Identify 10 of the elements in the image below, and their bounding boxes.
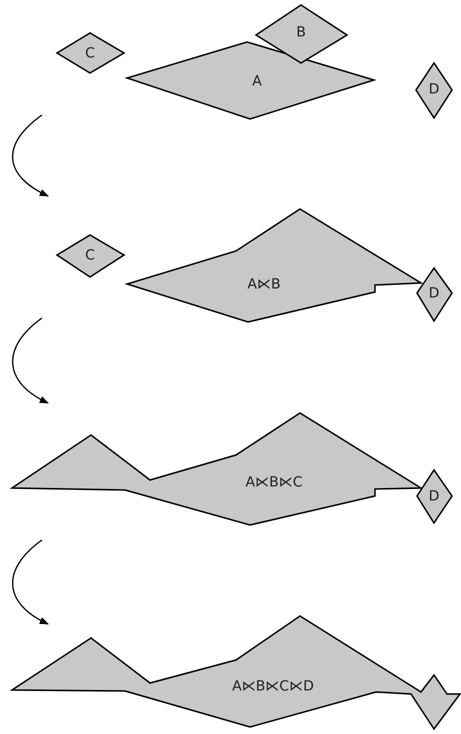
node-label: A⋉B⋉C xyxy=(246,475,302,491)
node-label: A⋉B⋉C⋉D xyxy=(232,679,314,695)
node-label: C xyxy=(85,46,95,62)
node-label: C xyxy=(85,248,95,264)
node-label: D xyxy=(428,489,440,505)
node-label: B xyxy=(296,25,306,41)
node-label: D xyxy=(428,82,440,98)
node-label: A⋉B xyxy=(247,277,281,293)
node-label: A xyxy=(252,74,262,90)
node-label: D xyxy=(428,286,440,302)
